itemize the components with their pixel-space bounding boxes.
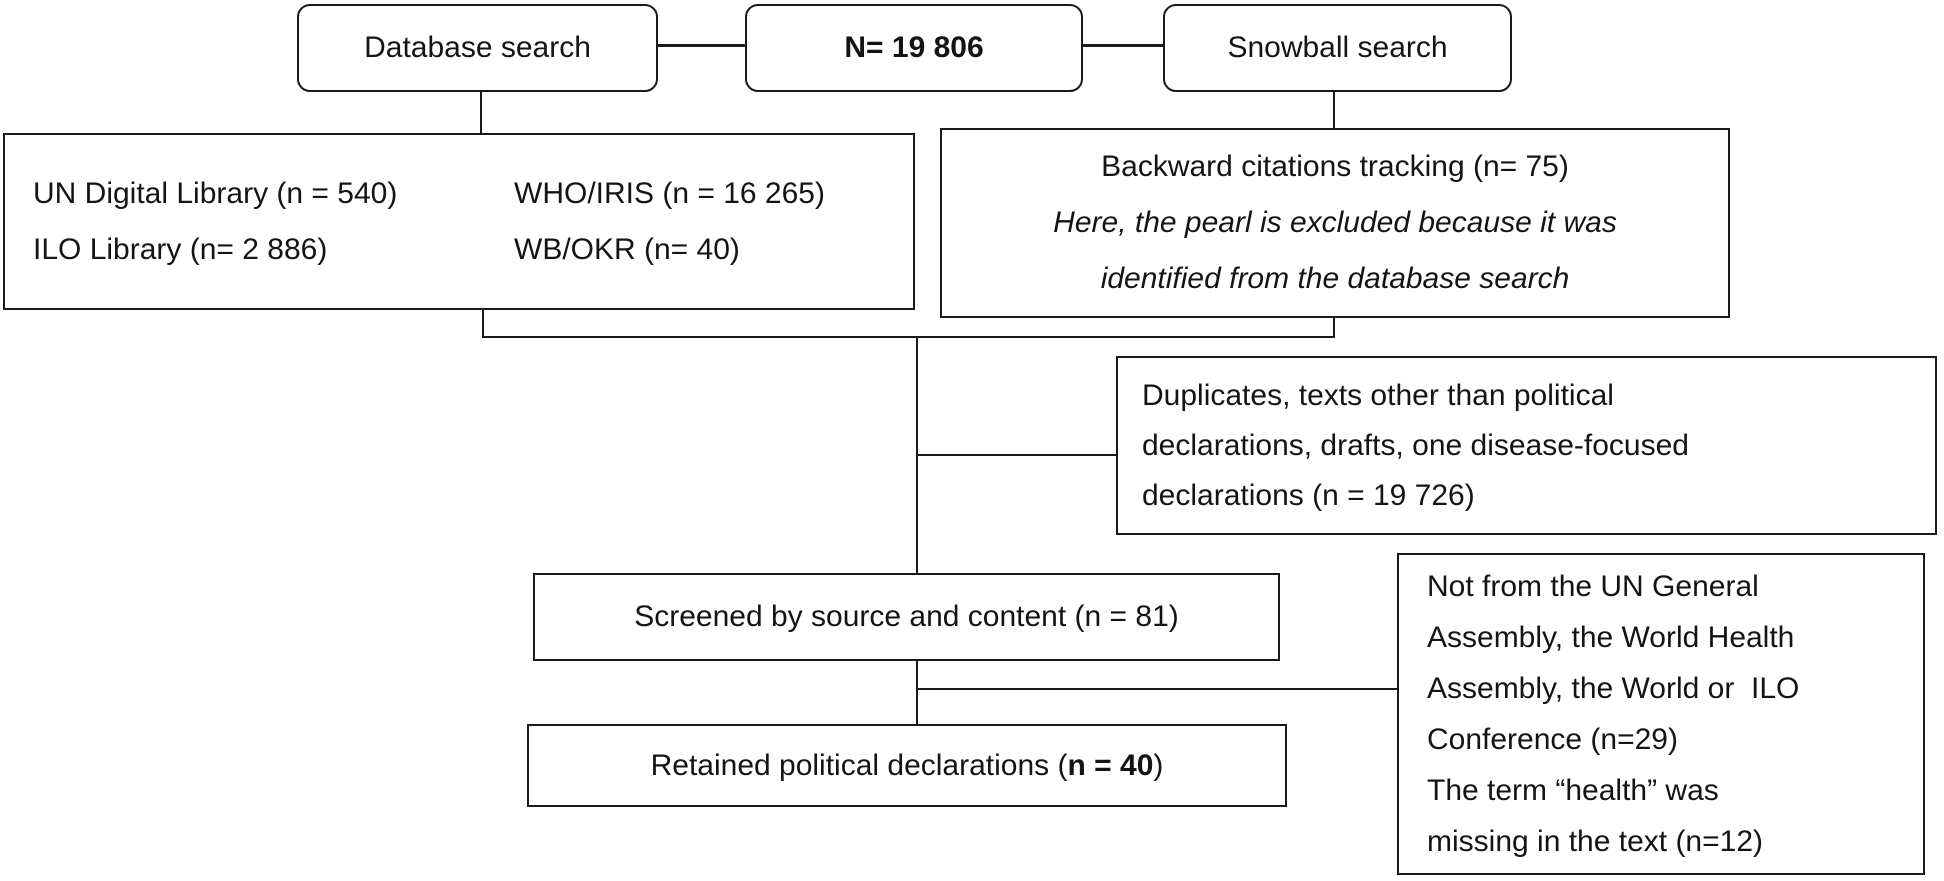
exclusion-line2: Assembly, the World Health [1427,621,1795,654]
connector-sources-down [482,310,484,338]
connector-database-to-total [658,44,745,47]
source-ilo-library: ILO Library (n= 2 886) [33,232,328,266]
retained-count: n = 40 [1067,748,1154,782]
source-wb-okr: WB/OKR (n= 40) [514,232,740,266]
database-search-box: Database search [297,4,658,92]
retained-label-suffix: ) [1153,748,1164,782]
connector-branch-duplicates [916,454,1118,456]
backward-citations-label: Backward citations tracking (n= 75) [1101,150,1569,183]
duplicates-line2: declarations, drafts, one disease-focuse… [1142,428,1689,462]
retained-box: Retained political declarations (n = 40) [527,724,1287,807]
screened-label: Screened by source and content (n = 81) [634,600,1179,633]
pearl-note-line2: identified from the database search [1100,262,1570,295]
exclusion-reasons-box: Not from the UN General Assembly, the Wo… [1397,553,1925,875]
total-count-box: N= 19 806 [745,4,1083,92]
retained-label-prefix: Retained political declarations ( [650,748,1068,782]
connector-trunk-lower [916,660,918,725]
database-search-label: Database search [364,31,591,64]
source-un-digital-library: UN Digital Library (n = 540) [33,176,398,210]
connector-database-down [480,92,482,133]
connector-backward-down [1333,316,1335,338]
exclusion-line3: Assembly, the World or ILO [1427,672,1800,705]
snowball-search-label: Snowball search [1227,31,1448,64]
source-who-iris: WHO/IRIS (n = 16 265) [514,176,825,210]
connector-total-to-snowball [1083,44,1163,47]
connector-merge-horizontal [482,336,1335,338]
backward-citations-box: Backward citations tracking (n= 75) Here… [940,128,1730,318]
duplicates-line1: Duplicates, texts other than political [1142,378,1614,412]
total-count-label: N= 19 806 [844,31,984,64]
snowball-search-box: Snowball search [1163,4,1512,92]
connector-snowball-down [1333,92,1335,130]
exclusion-line1: Not from the UN General [1427,570,1759,603]
connector-branch-exclusions [916,688,1397,690]
database-sources-box: UN Digital Library (n = 540) WHO/IRIS (n… [3,133,915,310]
screened-box: Screened by source and content (n = 81) [533,573,1280,661]
duplicates-line3: declarations (n = 19 726) [1142,478,1475,512]
database-sources-grid: UN Digital Library (n = 540) WHO/IRIS (n… [5,166,913,278]
exclusion-line6: missing in the text (n=12) [1427,825,1763,858]
exclusion-line5: The term “health” was [1427,774,1719,807]
pearl-note-line1: Here, the pearl is excluded because it w… [1053,206,1617,239]
duplicates-excluded-box: Duplicates, texts other than political d… [1116,356,1937,535]
exclusion-line4: Conference (n=29) [1427,723,1678,756]
